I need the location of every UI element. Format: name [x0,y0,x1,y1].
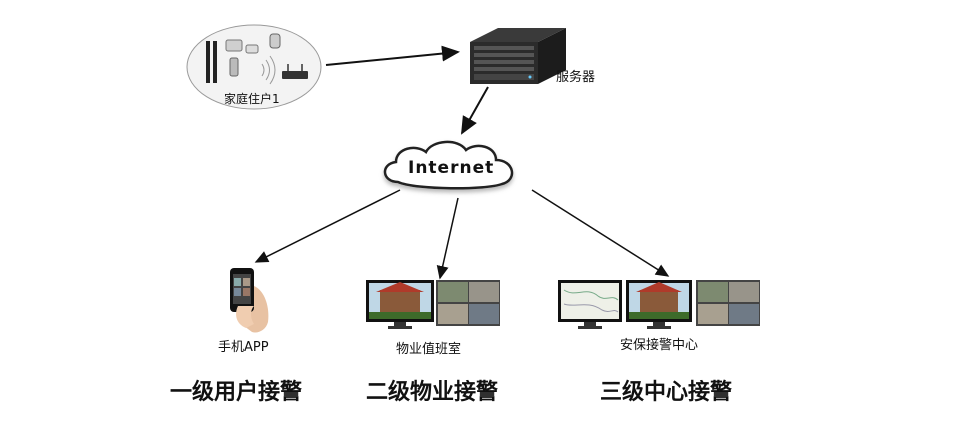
arrow-internet-to-mobile [254,189,401,263]
arrow-server-to-internet [461,86,489,135]
property-office-label: 物业值班室 [396,342,462,357]
server-node [462,26,568,86]
arrow-home-to-server [325,45,460,66]
security-center-node [558,278,762,330]
monitor-screens-icon [366,280,500,329]
cloud-shape [383,140,514,190]
door-sensor-icon [206,41,210,83]
home-label: 家庭住户1 [224,92,280,106]
server-label: 服务器 [556,70,596,85]
level-1-label: 一级用户接警 [170,380,303,405]
mobile-app-label: 手机APP [218,340,269,355]
property-office-node [366,278,502,330]
wifi-waves-icon [261,55,276,85]
arrow-internet-to-property [436,197,459,280]
home-ellipse [186,24,322,110]
internet-node: Internet [376,136,524,196]
server-icon [470,28,566,84]
camera-icon [245,44,259,54]
monitor-wall-icon [558,280,760,329]
gateway-router-icon [282,71,308,79]
home-node: 家庭住户1 [186,24,322,110]
wireless-sensor-icon [269,33,281,49]
smartphone-icon [230,268,269,333]
arrow-internet-to-center [531,189,670,277]
smoke-detector-icon [225,39,243,52]
security-center-label: 安保接警中心 [620,338,699,353]
level-2-label: 二级物业接警 [366,380,499,405]
door-sensor-icon-2 [213,41,217,83]
mobile-app-node [224,266,274,334]
level-3-label: 三级中心接警 [600,380,733,405]
remote-icon [229,57,239,77]
internet-label: Internet [408,158,495,178]
